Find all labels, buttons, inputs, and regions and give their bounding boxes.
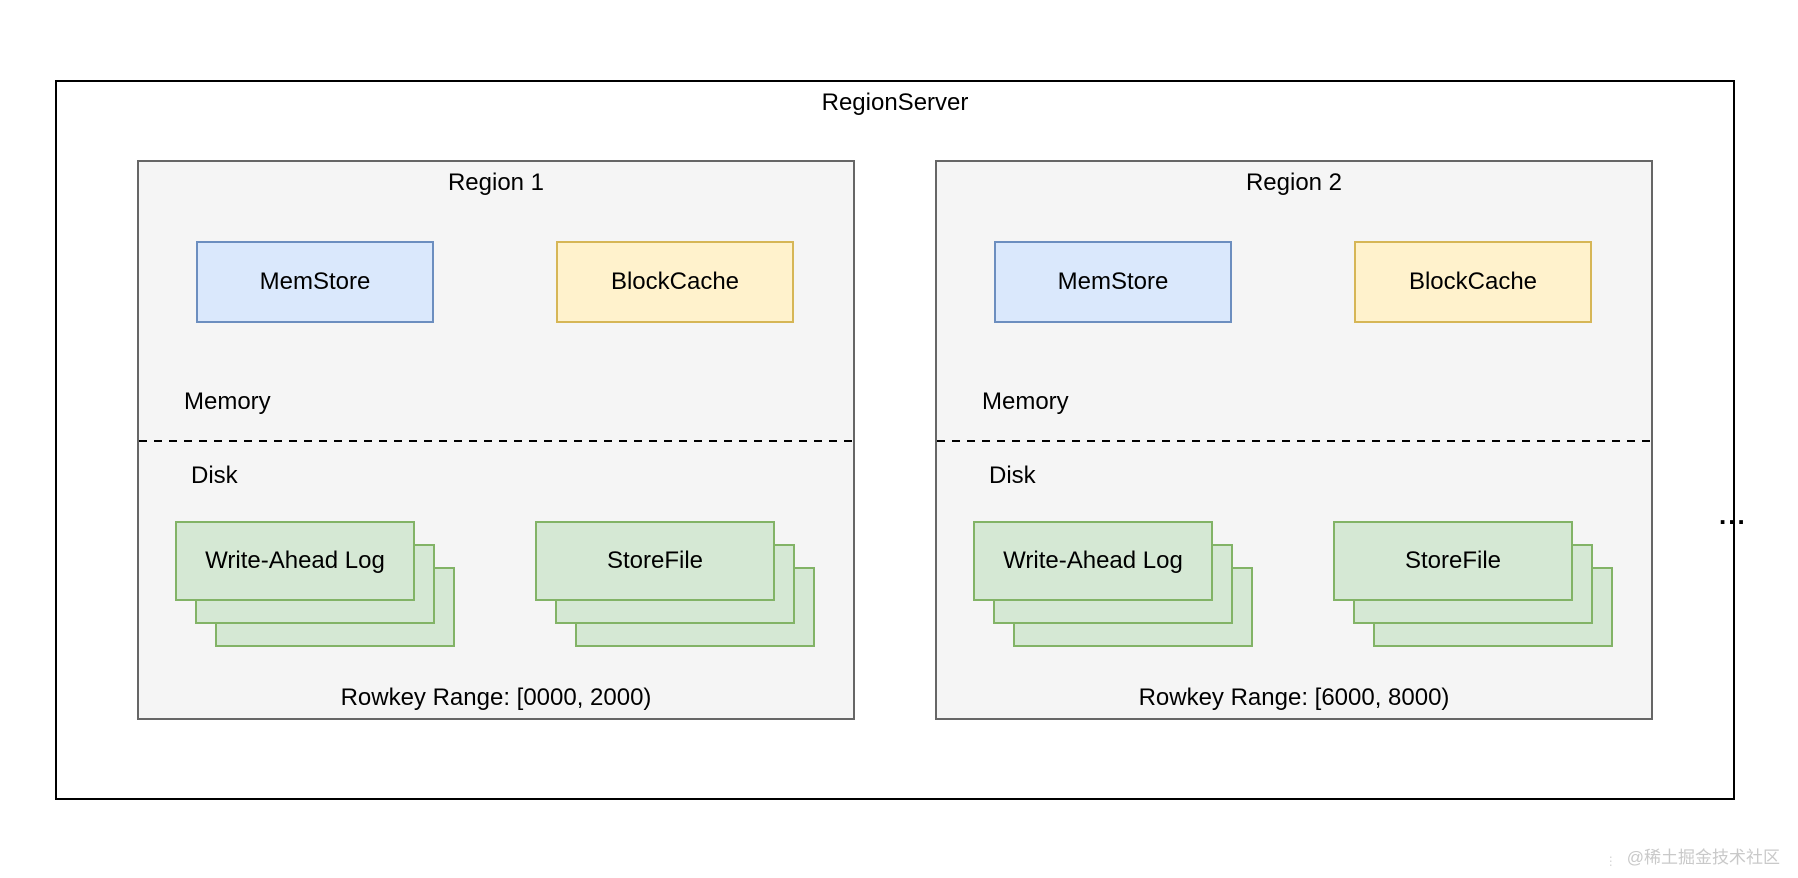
wal-box: Write-Ahead Log	[175, 521, 415, 601]
storefile-label: StoreFile	[606, 547, 704, 574]
more-regions-ellipsis: ...	[1719, 500, 1747, 530]
region-2-memstore-box: MemStore	[994, 241, 1232, 323]
region-1-box: Region 1 MemStore BlockCache Memory Disk…	[137, 160, 855, 720]
watermark: ⋮ @稀土掘金技术社区	[1605, 843, 1780, 868]
region-2-title: Region 2	[1245, 169, 1343, 196]
watermark-dots-icon: ⋮	[1604, 854, 1617, 868]
region-2-disk-label: Disk	[989, 462, 1036, 489]
watermark-text: @稀土掘金技术社区	[1626, 848, 1780, 867]
region-2-box: Region 2 MemStore BlockCache Memory Disk…	[935, 160, 1653, 720]
region-1-memory-label: Memory	[184, 388, 271, 415]
region-1-disk-label: Disk	[191, 462, 238, 489]
wal-box: Write-Ahead Log	[973, 521, 1213, 601]
region-1-storefile-stack: StoreFile	[535, 521, 817, 649]
regionserver-title: RegionServer	[821, 89, 969, 116]
memstore-label: MemStore	[259, 268, 371, 295]
wal-label: Write-Ahead Log	[205, 547, 385, 574]
region-1-memstore-box: MemStore	[196, 241, 434, 323]
storefile-label: StoreFile	[1404, 547, 1502, 574]
memstore-label: MemStore	[1057, 268, 1169, 295]
region-2-wal-stack: Write-Ahead Log	[973, 521, 1255, 649]
region-2-memory-label: Memory	[982, 388, 1069, 415]
region-1-wal-stack: Write-Ahead Log	[175, 521, 457, 649]
regionserver-box: RegionServer Region 1 MemStore BlockCach…	[55, 80, 1745, 800]
region-1-blockcache-box: BlockCache	[556, 241, 794, 323]
region-1-rowkey-range: Rowkey Range: [0000, 2000)	[340, 684, 652, 711]
region-1-title: Region 1	[447, 169, 545, 196]
region-2-blockcache-box: BlockCache	[1354, 241, 1592, 323]
memory-disk-divider	[937, 440, 1651, 442]
blockcache-label: BlockCache	[1408, 268, 1538, 295]
storefile-box: StoreFile	[1333, 521, 1573, 601]
memory-disk-divider	[139, 440, 853, 442]
blockcache-label: BlockCache	[610, 268, 740, 295]
storefile-box: StoreFile	[535, 521, 775, 601]
region-2-rowkey-range: Rowkey Range: [6000, 8000)	[1138, 684, 1450, 711]
wal-label: Write-Ahead Log	[1003, 547, 1183, 574]
region-2-storefile-stack: StoreFile	[1333, 521, 1615, 649]
